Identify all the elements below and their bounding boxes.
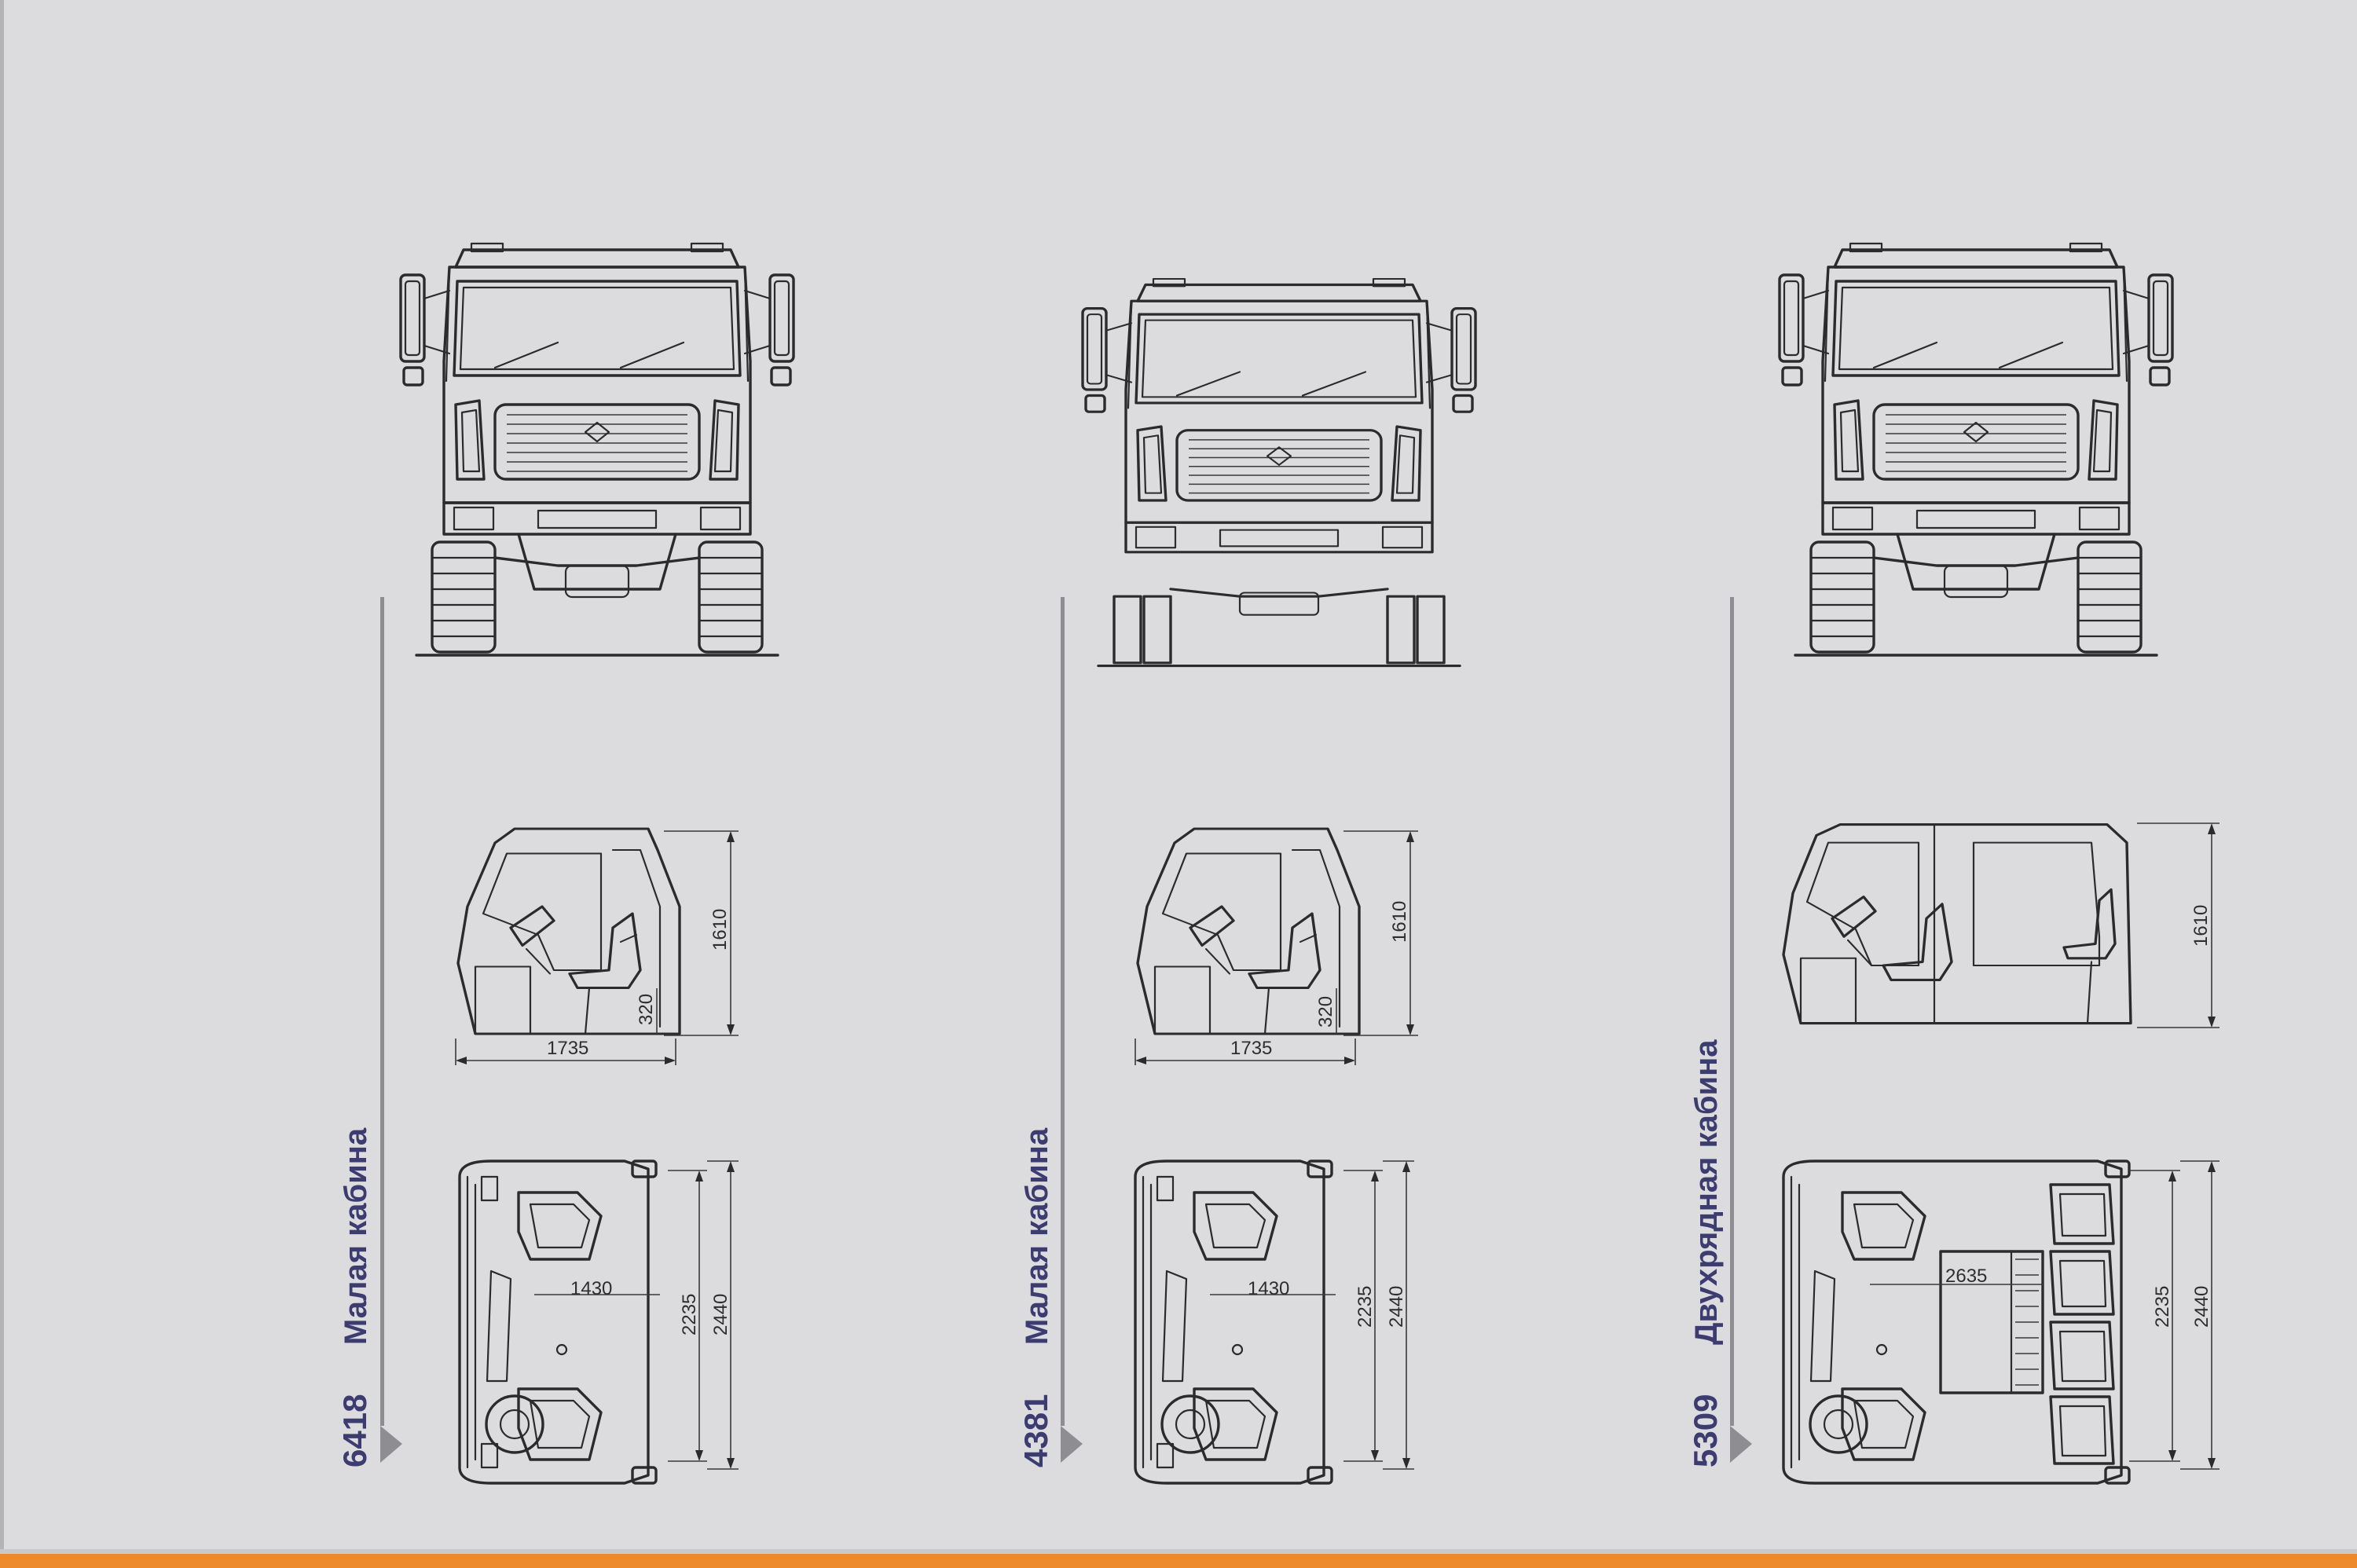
plan-dimensions-6418: 1430 2235 2440 [534, 1160, 739, 1470]
dim-side-height: 1610 [1389, 901, 1410, 943]
cab-plan-view-5309 [1782, 1160, 2131, 1485]
caption-arrow-6418 [380, 1426, 402, 1463]
dim-side-floor: 320 [1315, 996, 1336, 1028]
dim-side-height: 1610 [2190, 905, 2212, 947]
bottom-band-shadow [0, 1549, 2357, 1554]
side-dimensions-6418: 1610 320 1735 [455, 830, 739, 1065]
cab-name-4381: Малая кабина [1020, 1127, 1054, 1345]
cab-column-6418: 1610 320 1735 1430 223 [336, 242, 795, 1485]
caption-bar-5309 [1730, 597, 1734, 1426]
dim-side-floor: 320 [636, 994, 657, 1025]
caption-bar-6418 [380, 597, 384, 1426]
dim-plan-outer: 2440 [1386, 1286, 1407, 1328]
plan-dimensions-5309: 2635 2235 2440 [1870, 1160, 2220, 1470]
dim-plan-outer: 2440 [2191, 1286, 2212, 1328]
dim-plan-inner: 2235 [2152, 1286, 2173, 1328]
cab-side-view-5309 [1782, 822, 2132, 1025]
dim-side-height: 1610 [709, 909, 731, 951]
side-dimensions-5309: 1610 [2137, 822, 2220, 1028]
dim-plan-inner: 2235 [1354, 1286, 1376, 1328]
dim-plan-width: 1430 [570, 1278, 612, 1299]
dim-side-length: 1735 [547, 1038, 588, 1059]
cab-name-6418: Малая кабина [339, 1127, 373, 1345]
model-number-6418: 6418 [336, 1394, 373, 1467]
caption-bar-4381 [1061, 597, 1065, 1426]
dim-plan-width: 1430 [1248, 1278, 1289, 1299]
caption-arrow-5309 [1730, 1426, 1752, 1463]
side-dimensions-4381: 1610 320 1735 [1135, 830, 1418, 1065]
dim-plan-inner: 2235 [679, 1294, 700, 1335]
cab-column-5309: 1610 2635 2235 2440 [1687, 242, 2220, 1485]
plan-dimensions-4381: 1430 2235 2440 [1210, 1160, 1414, 1470]
caption-arrow-4381 [1061, 1426, 1083, 1463]
cab-column-4381: 1610 320 1735 1430 223 [1017, 277, 1477, 1485]
truck-front-view-5309 [1778, 242, 2174, 657]
truck-front-view-6418 [399, 242, 795, 657]
dim-plan-outer: 2440 [710, 1294, 731, 1335]
model-number-4381: 4381 [1017, 1394, 1054, 1467]
dim-plan-width: 2635 [1945, 1266, 1987, 1287]
cab-plan-view-6418 [458, 1160, 658, 1485]
cab-name-5309: Двухрядная кабина [1689, 1039, 1724, 1345]
cab-plan-view-4381 [1134, 1160, 1333, 1485]
model-number-5309: 5309 [1687, 1394, 1724, 1467]
bottom-accent-band [0, 1554, 2357, 1568]
page-edge-rule [0, 0, 4, 1568]
dim-side-length: 1735 [1230, 1038, 1272, 1059]
truck-front-view-4381 [1081, 277, 1477, 668]
